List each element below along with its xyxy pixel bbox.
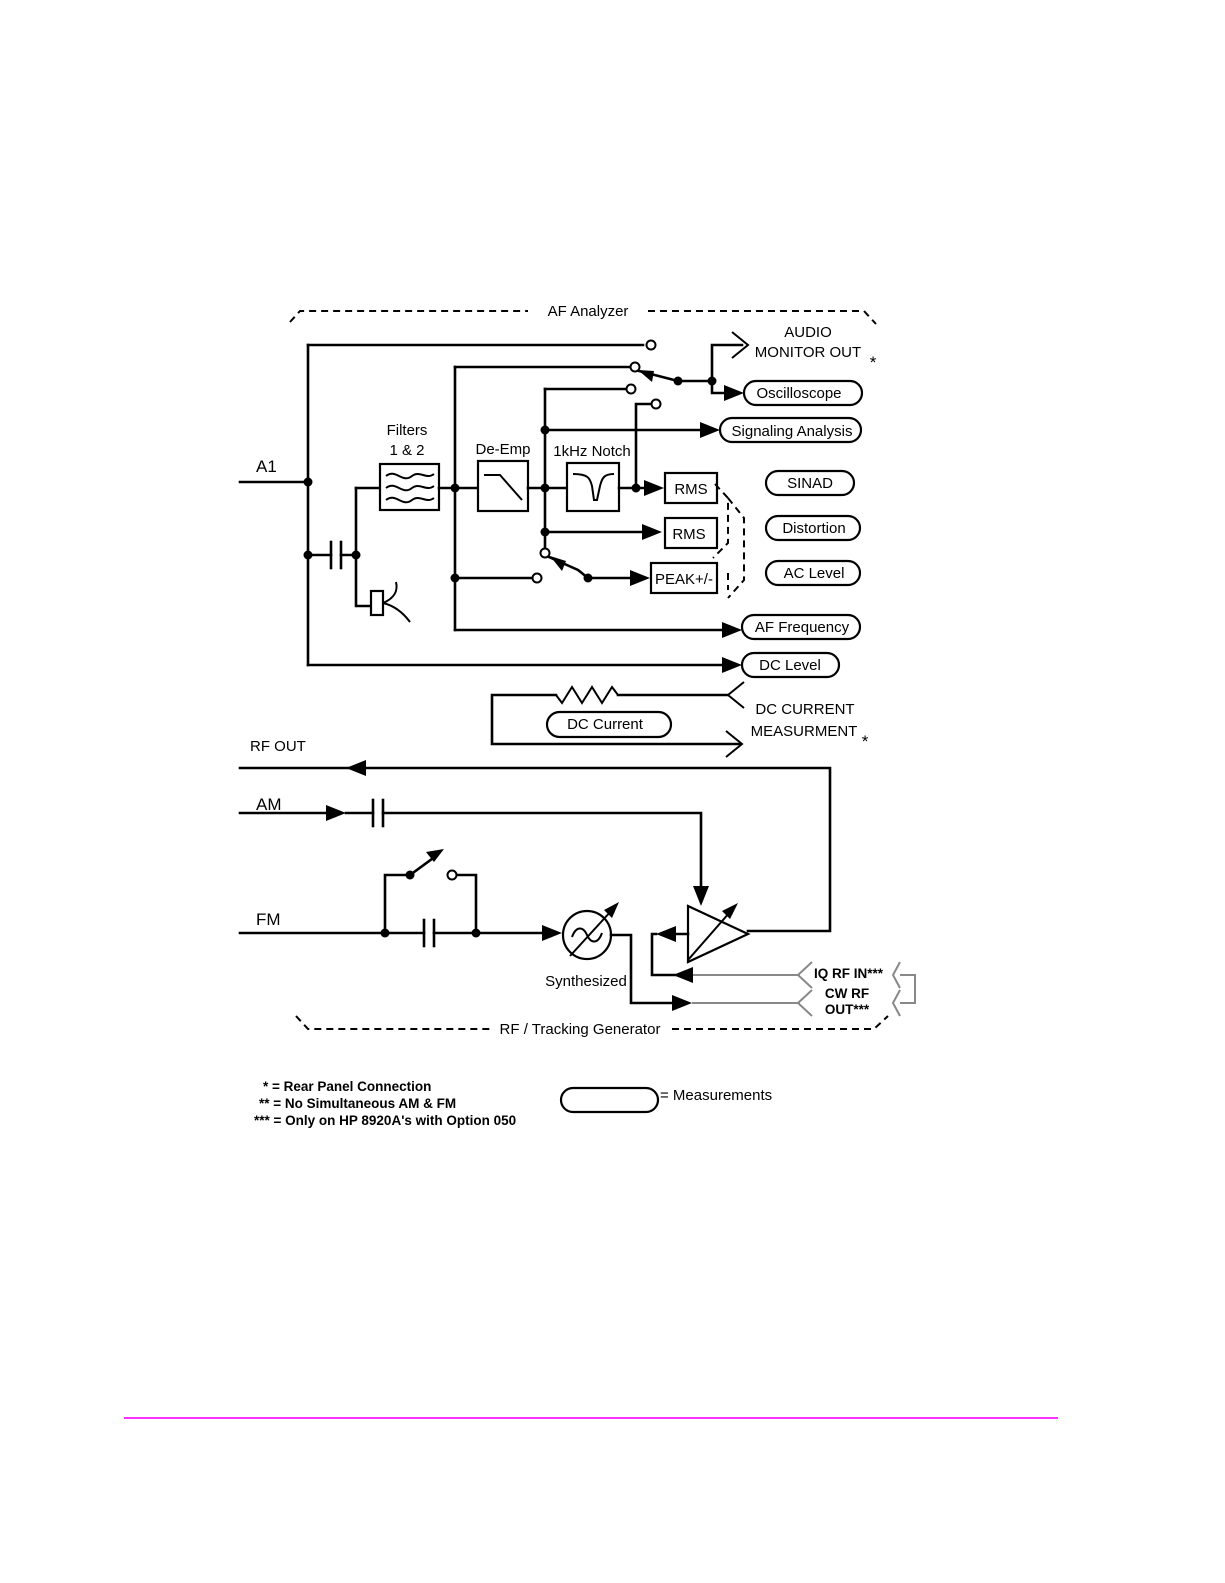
cw-rf-out-label-1: CW RF xyxy=(825,986,869,1001)
notch-label: 1kHz Notch xyxy=(553,443,631,460)
dc-level-measurement xyxy=(740,651,841,679)
filters-label-1: Filters xyxy=(387,422,428,439)
af-frequency-arrow xyxy=(722,622,742,638)
legend-no-simultaneous: ** = No Simultaneous AM & FM xyxy=(259,1096,456,1111)
signaling-analysis-label: Signaling Analysis xyxy=(732,423,853,440)
coupling-capacitor xyxy=(306,540,358,570)
synthesized-label: Synthesized xyxy=(545,973,627,990)
am-modulation-arrow xyxy=(693,886,709,906)
rf-out-port-label: RF OUT xyxy=(250,738,306,755)
dc-current-label: DC Current xyxy=(567,716,644,733)
af-frequency-measurement xyxy=(740,613,862,641)
rf-out-arrow xyxy=(346,760,366,776)
a1-wiring xyxy=(238,343,728,667)
dc-current-measurement xyxy=(545,710,673,739)
audio-monitor-label-2: MONITOR OUT xyxy=(755,344,861,361)
peak-detector-block xyxy=(649,561,719,595)
af-analyzer-title: AF Analyzer xyxy=(548,303,629,320)
low-pass-icon xyxy=(484,474,523,501)
rf-tracking-generator-title: RF / Tracking Generator xyxy=(500,1021,661,1038)
de-emp-block xyxy=(476,459,530,513)
rms-block-2 xyxy=(663,516,719,550)
distortion-measurement xyxy=(764,514,862,542)
distortion-label: Distortion xyxy=(782,520,845,537)
am-port-label: AM xyxy=(256,795,282,814)
iq-rf-in-label: IQ RF IN*** xyxy=(814,966,884,981)
peak-label: PEAK+/- xyxy=(655,571,713,588)
amplifier-triangle xyxy=(686,904,751,964)
dc-level-arrow xyxy=(722,657,742,673)
amp-input-arrow xyxy=(656,926,676,942)
dc-current-measurement-label-1: DC CURRENT xyxy=(755,701,854,718)
ac-level-label: AC Level xyxy=(784,565,845,582)
speaker-icon xyxy=(369,581,411,623)
dc-level-label: DC Level xyxy=(759,657,821,674)
fm-arrow xyxy=(542,925,562,941)
am-arrow xyxy=(326,805,346,821)
cw-rf-out-label-2: OUT*** xyxy=(825,1002,870,1017)
dc-current-wiring xyxy=(490,681,745,758)
rms-label-1: RMS xyxy=(674,481,707,498)
filters-icon xyxy=(385,472,435,504)
cw-rf-arrow xyxy=(672,995,692,1011)
signaling-arrow xyxy=(700,422,720,438)
audio-monitor-label-1: AUDIO xyxy=(784,324,832,341)
legend-rear-panel: * = Rear Panel Connection xyxy=(263,1079,431,1094)
af-frequency-label: AF Frequency xyxy=(755,619,850,636)
notch-icon xyxy=(572,473,615,501)
ac-level-measurement xyxy=(764,559,862,587)
audio-monitor-rear-star: * xyxy=(870,353,877,372)
sinad-measurement xyxy=(764,469,856,497)
legend-measurements: = Measurements xyxy=(660,1087,772,1104)
oscilloscope-measurement xyxy=(742,379,864,407)
audio-monitor-switch-contact xyxy=(645,339,657,351)
af-analyzer-boundary xyxy=(289,310,877,325)
sine-icon xyxy=(571,927,603,943)
rms-block-1 xyxy=(663,471,719,505)
legend-option-050: *** = Only on HP 8920A's with Option 050 xyxy=(254,1113,516,1128)
a1-port-label: A1 xyxy=(256,457,277,476)
legend-measurement-pill xyxy=(559,1086,660,1114)
dc-current-rear-star: * xyxy=(862,732,869,751)
oscilloscope-arrow xyxy=(724,385,744,401)
filters-label-2: 1 & 2 xyxy=(389,442,424,459)
iq-rf-in-arrow xyxy=(673,967,693,983)
rms-label-2: RMS xyxy=(672,526,705,543)
notch-filter-block xyxy=(565,461,621,513)
signaling-analysis-measurement xyxy=(718,416,863,444)
oscilloscope-label: Oscilloscope xyxy=(756,385,841,402)
sinad-label: SINAD xyxy=(787,475,833,492)
de-emp-label: De-Emp xyxy=(475,441,530,458)
audio-monitor-connector xyxy=(731,331,750,359)
fm-port-label: FM xyxy=(256,910,281,929)
dc-current-measurement-label-2: MEASURMENT xyxy=(751,723,858,740)
